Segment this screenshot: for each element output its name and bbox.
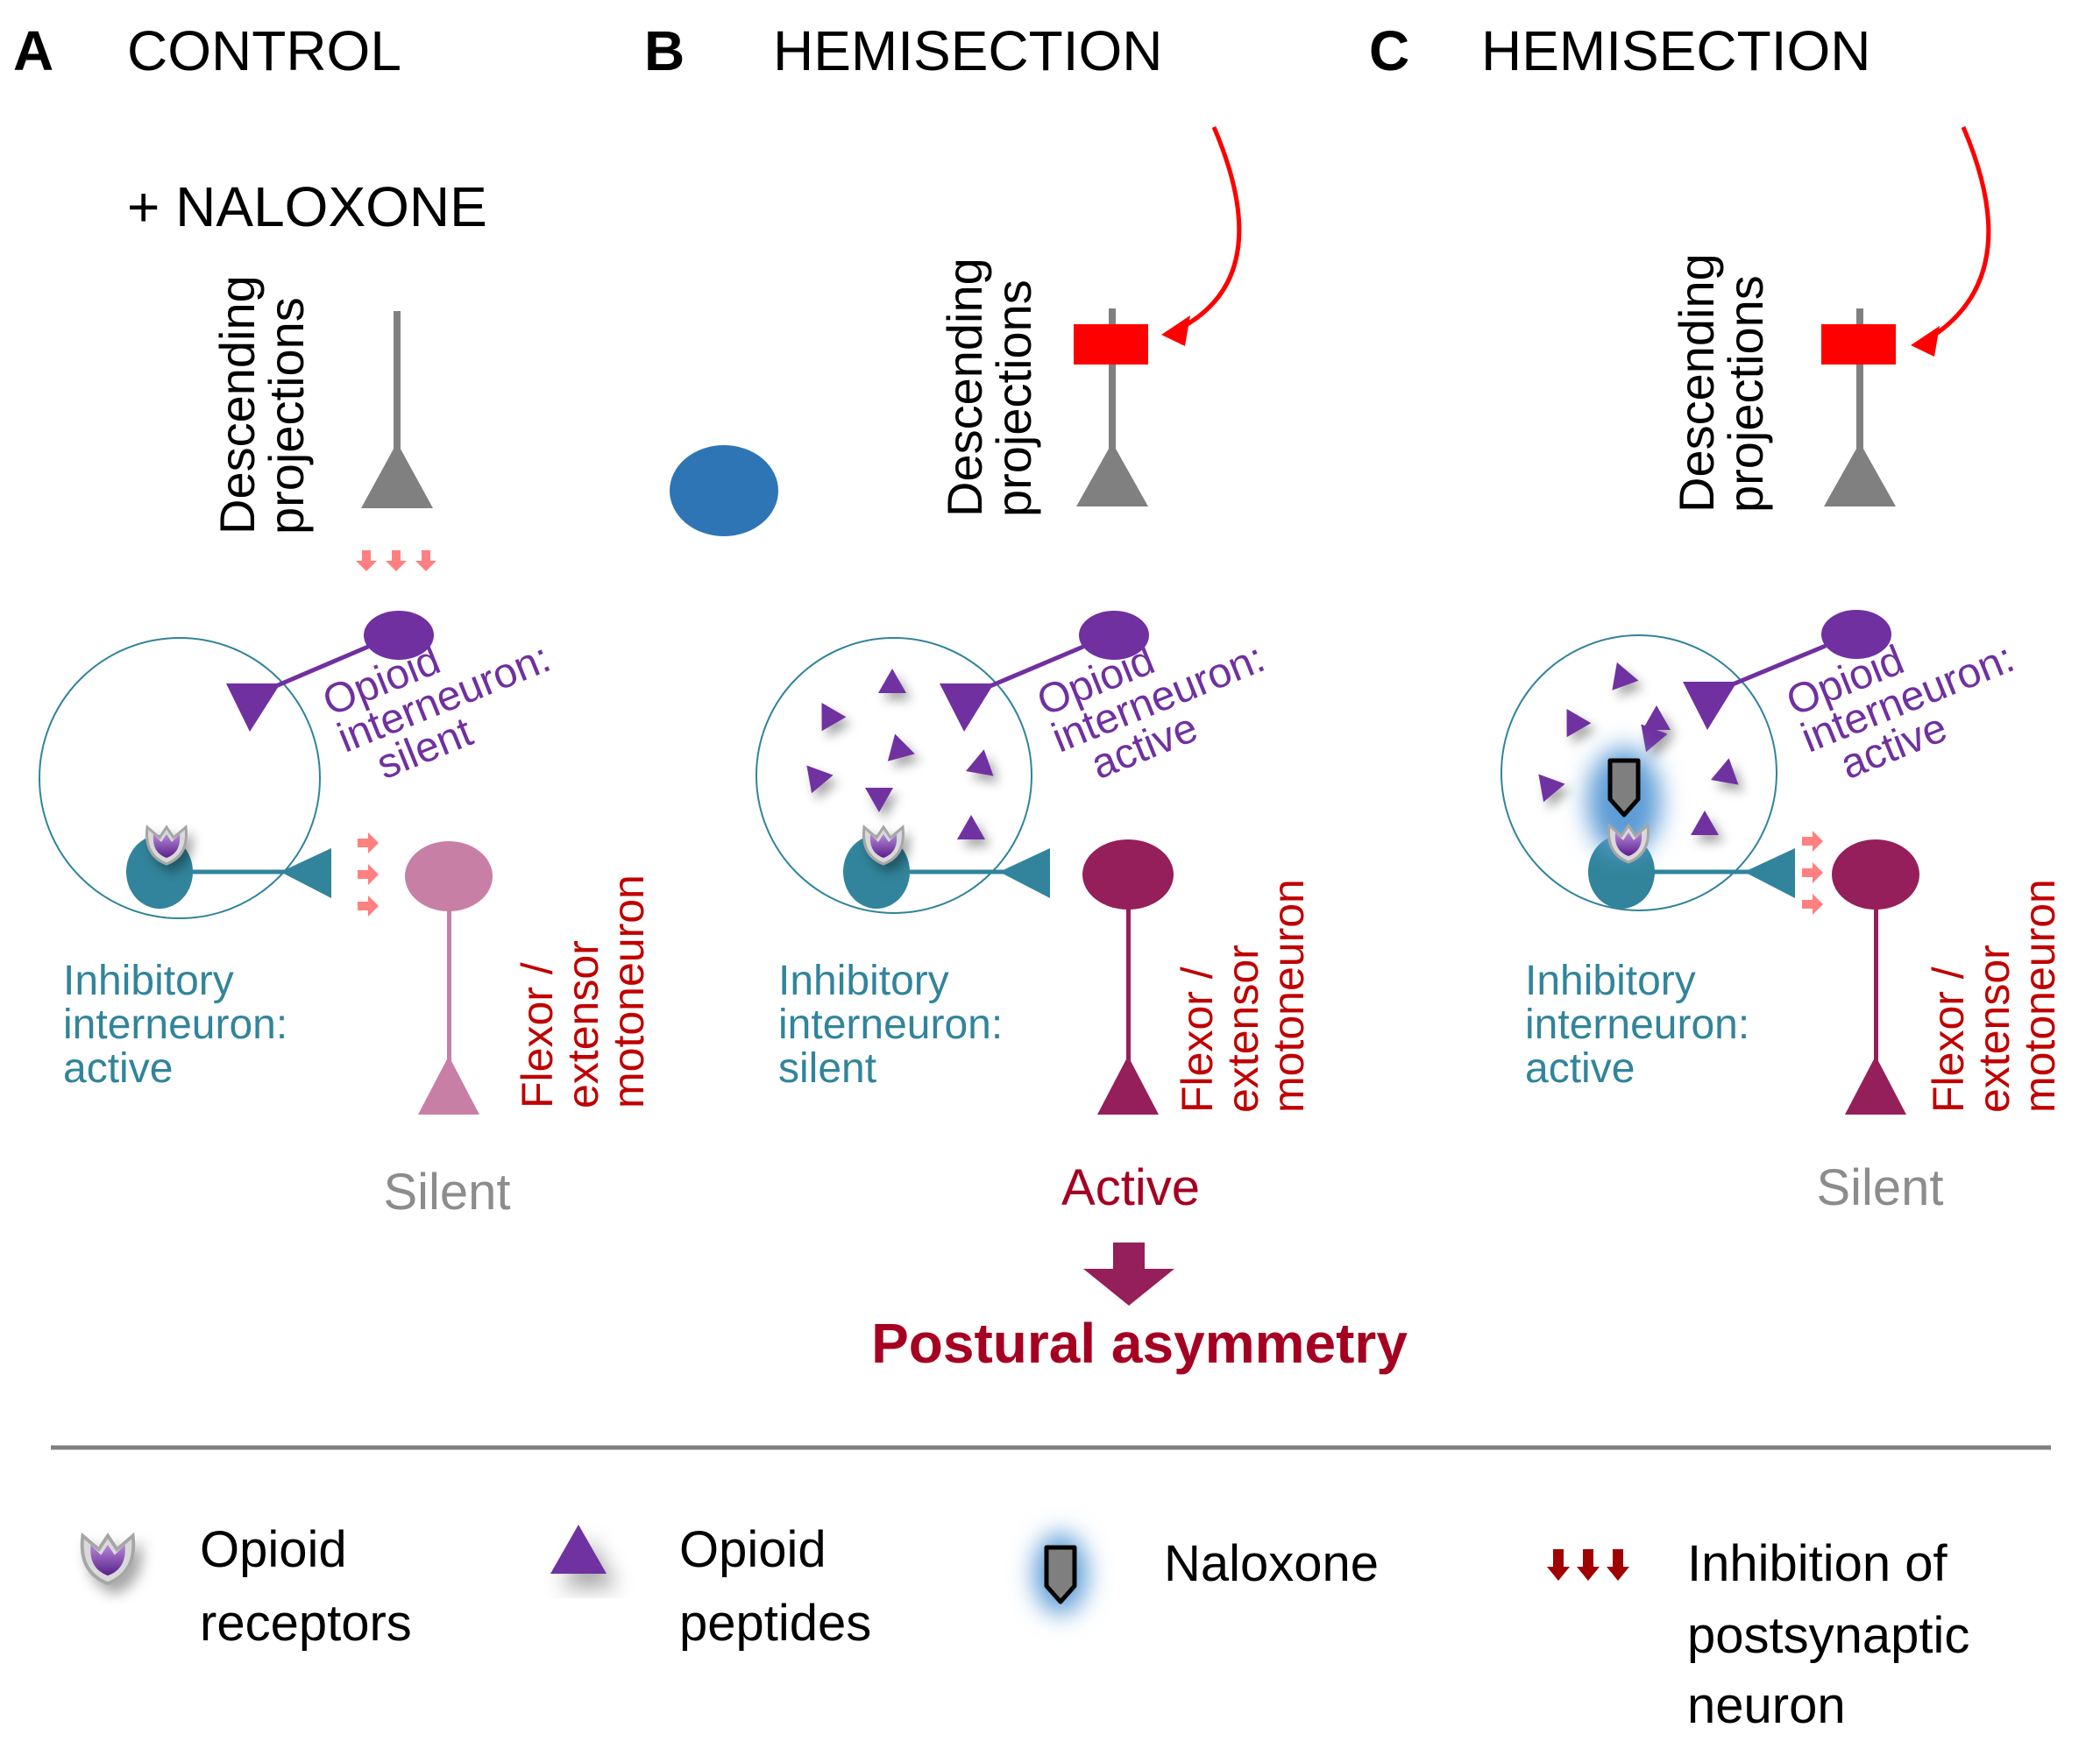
- consequence-arrow: [1083, 1243, 1174, 1306]
- legend-item-opioid-peptides: Opioid peptides: [550, 1521, 871, 1652]
- blue-blob: [670, 445, 778, 536]
- descending-projections-label-c: Descending projections: [1669, 253, 1773, 513]
- outcome-c: Silent: [1816, 1159, 1943, 1216]
- descending-projections-label-a: Descending projections: [209, 275, 314, 535]
- opioid-interneuron-label-a: Opioid interneuron: silent: [316, 634, 557, 789]
- synapse-region-a: [39, 637, 321, 919]
- svg-text:motoneuron: motoneuron: [2015, 879, 2064, 1113]
- outcome-a: Silent: [383, 1164, 510, 1221]
- inhibitory-interneuron-label-b: Inhibitory interneuron: silent: [778, 958, 1003, 1092]
- synapse-region-c: [1501, 634, 1777, 911]
- motoneuron-c: [1832, 839, 1919, 1115]
- opioid-interneuron-a: [226, 611, 434, 732]
- svg-text:motoneuron: motoneuron: [604, 874, 653, 1108]
- svg-text:interneuron:: interneuron:: [63, 1002, 287, 1048]
- svg-text:Inhibition of: Inhibition of: [1687, 1535, 1948, 1592]
- panel-b-letter: B: [644, 19, 685, 82]
- motoneuron-a: [405, 841, 493, 1115]
- svg-text:active: active: [63, 1045, 173, 1092]
- svg-text:Flexor /: Flexor /: [513, 962, 562, 1108]
- panel-c-letter: C: [1369, 19, 1409, 82]
- opioid-interneuron-label-c: Opioid interneuron: active: [1780, 634, 2020, 789]
- svg-text:Naloxone: Naloxone: [1164, 1535, 1379, 1592]
- opioid-interneuron-label-b: Opioid interneuron: active: [1031, 634, 1271, 789]
- legend-item-opioid-receptors: Opioid receptors: [80, 1521, 412, 1652]
- lesion-block-b: [1074, 324, 1148, 365]
- motoneuron-b: [1082, 839, 1174, 1115]
- descending-neuron-a: [361, 311, 433, 508]
- motoneuron-label-b: Flexor / extensor motoneuron: [1173, 879, 1313, 1113]
- svg-text:projections: projections: [259, 297, 314, 535]
- legend: Opioid receptors Opioid peptides Naloxon…: [80, 1521, 1969, 1734]
- svg-text:extensor: extensor: [558, 940, 607, 1108]
- synapse-region-b: [756, 637, 1032, 914]
- opioid-peptide-icon: [550, 1525, 607, 1574]
- inhibition-arrows-icon: [1547, 1549, 1629, 1581]
- svg-text:Flexor /: Flexor /: [1173, 966, 1222, 1113]
- lesion-arrow-c: [1922, 126, 1991, 344]
- svg-text:postsynaptic: postsynaptic: [1687, 1607, 1969, 1664]
- panel-b-title: HEMISECTION: [773, 19, 1162, 82]
- opioid-interneuron-c: [1683, 610, 1891, 730]
- descending-projections-label-b: Descending projections: [937, 258, 1041, 517]
- inhibition-arrows-motoneuron-c: [1802, 831, 1823, 915]
- inhibition-arrows-descending-a: [356, 550, 436, 571]
- svg-text:Inhibitory: Inhibitory: [1525, 958, 1696, 1004]
- svg-text:Opioid: Opioid: [679, 1521, 827, 1578]
- naloxone-icon: [1046, 1547, 1075, 1602]
- panel-a-letter: A: [13, 19, 53, 82]
- opioid-receptor-icon: [80, 1533, 136, 1586]
- motoneuron-label-c: Flexor / extensor motoneuron: [1924, 879, 2064, 1113]
- svg-text:receptors: receptors: [200, 1595, 412, 1652]
- naloxone-icon-c: [1610, 761, 1638, 815]
- panel-c-title: HEMISECTION: [1481, 19, 1870, 82]
- lesion-block-c: [1821, 324, 1896, 365]
- panel-a: A CONTROL Descending projections Opioid: [13, 19, 653, 1221]
- svg-text:active: active: [1525, 1045, 1635, 1092]
- outcome-b: Active: [1061, 1159, 1200, 1216]
- motoneuron-label-a: Flexor / extensor motoneuron: [513, 874, 653, 1108]
- inhibitory-interneuron-label-c: Inhibitory interneuron: active: [1525, 958, 1749, 1092]
- svg-text:Descending: Descending: [1669, 253, 1724, 513]
- svg-text:peptides: peptides: [679, 1595, 871, 1652]
- inhibitory-interneuron-label-a: Inhibitory interneuron: active: [63, 958, 287, 1092]
- svg-text:Inhibitory: Inhibitory: [778, 958, 949, 1004]
- svg-text:motoneuron: motoneuron: [1264, 879, 1313, 1113]
- panel-a-title: CONTROL: [127, 19, 401, 82]
- svg-text:silent: silent: [778, 1045, 876, 1092]
- svg-text:interneuron:: interneuron:: [778, 1002, 1003, 1048]
- svg-text:Inhibitory: Inhibitory: [63, 958, 234, 1004]
- consequence-label: Postural asymmetry: [871, 1312, 1408, 1375]
- legend-item-naloxone: Naloxone: [1034, 1533, 1379, 1614]
- svg-text:Descending: Descending: [937, 258, 992, 517]
- svg-text:Descending: Descending: [209, 275, 265, 535]
- svg-text:projections: projections: [986, 280, 1041, 517]
- legend-item-inhibition: Inhibition of postsynaptic neuron: [1547, 1535, 1969, 1734]
- svg-text:Opioid: Opioid: [200, 1521, 347, 1578]
- descending-neuron-b: [1076, 308, 1148, 506]
- svg-text:extensor: extensor: [1969, 945, 2018, 1113]
- svg-text:projections: projections: [1718, 275, 1773, 513]
- svg-text:neuron: neuron: [1687, 1677, 1846, 1734]
- svg-text:extensor: extensor: [1218, 945, 1267, 1113]
- opioid-interneuron-b: [940, 611, 1149, 732]
- inhibition-arrows-motoneuron-a: [358, 832, 379, 917]
- panel-c-subtitle: + NALOXONE: [127, 175, 487, 238]
- panel-b: B HEMISECTION Descending projections: [644, 19, 1408, 1375]
- svg-text:Flexor /: Flexor /: [1924, 966, 1973, 1113]
- svg-text:interneuron:: interneuron:: [1525, 1002, 1749, 1048]
- lesion-arrow-b: [1173, 126, 1242, 334]
- descending-neuron-c: [1824, 308, 1896, 506]
